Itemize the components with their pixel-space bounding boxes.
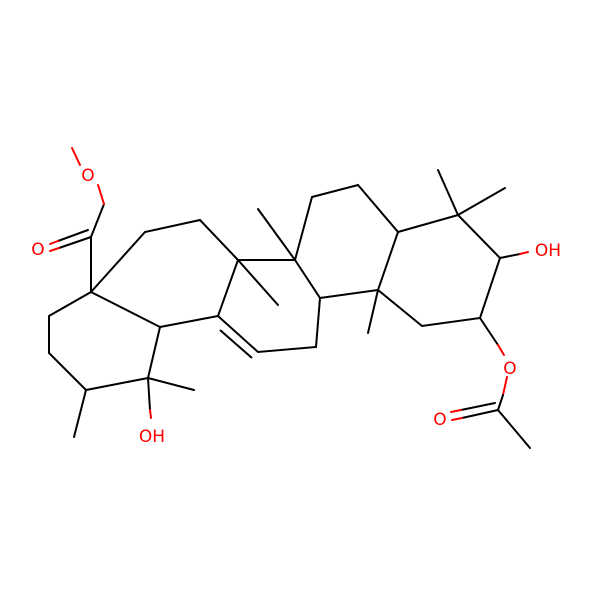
acetoxy-carbonyl-oxygen-label: O (433, 410, 446, 430)
ester-carbonyl-oxygen-label: O (31, 240, 44, 260)
double-bond-inner (219, 329, 253, 359)
carbon-skeleton-bonds (48, 169, 506, 438)
methyl-ester-group (49, 147, 105, 252)
hydroxyl-bottom-left-label: OH (139, 427, 165, 447)
acetoxy-group (450, 317, 531, 449)
ester-ether-oxygen-label: O (81, 166, 94, 186)
hydroxyl-bonds (147, 251, 529, 419)
hydroxyl-top-right-label: OH (535, 241, 561, 261)
acetoxy-ether-oxygen-label: O (503, 359, 516, 379)
